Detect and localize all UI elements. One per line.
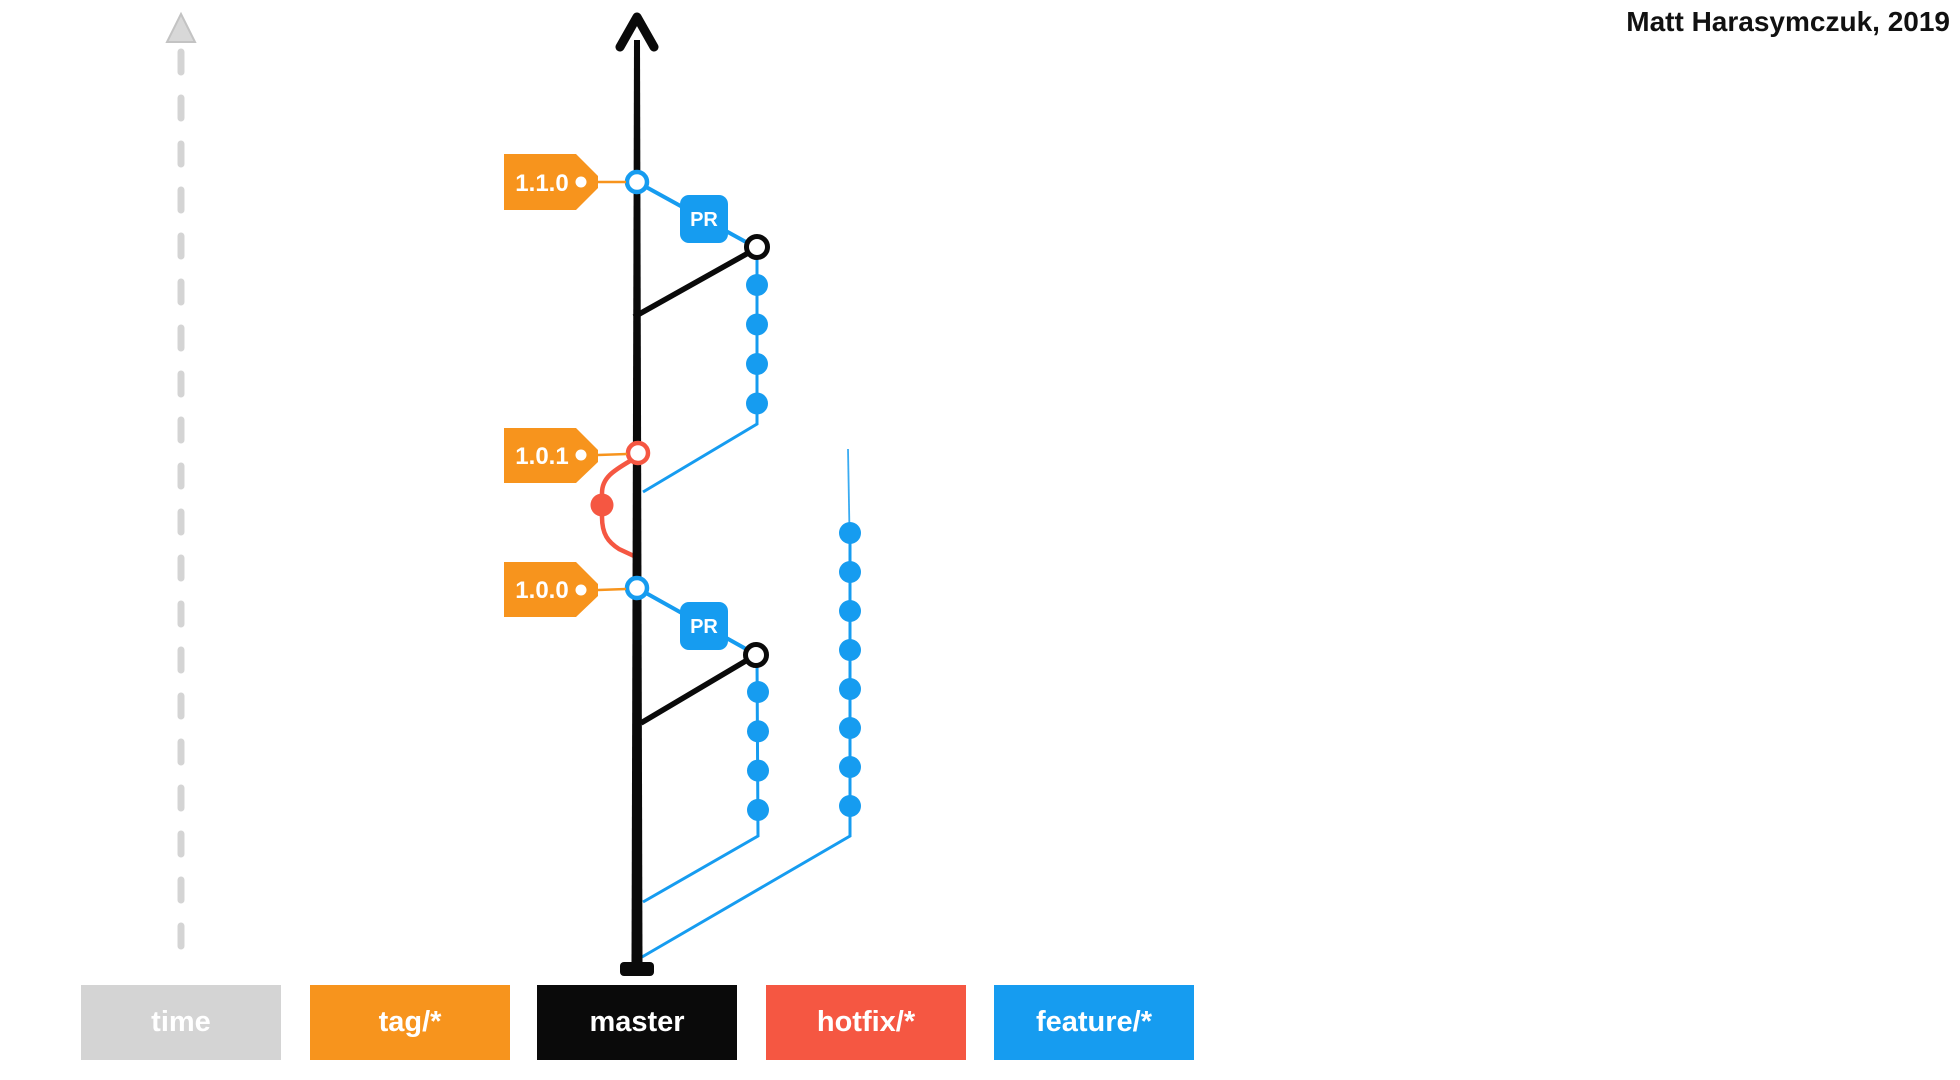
tag-1-0-0-label: 1.0.0	[515, 577, 568, 604]
master-start-terminal	[620, 962, 654, 976]
tag-1-1-0-shape	[504, 154, 598, 210]
tag-1-1-0: 1.1.0	[504, 154, 626, 210]
tag-1-1-0-hole-icon	[575, 176, 587, 188]
tag-1-0-1-label: 1.0.1	[515, 443, 568, 470]
master-branch	[615, 12, 659, 976]
commit-dot	[747, 681, 769, 703]
feature-2-master-diff-line	[639, 656, 751, 726]
feature-2-head-commit	[743, 642, 769, 668]
legend-item-hotfix: hotfix/*	[766, 985, 966, 1060]
time-axis	[165, 11, 197, 976]
pr-box-2-rect	[680, 602, 728, 650]
commit-dot	[839, 639, 861, 661]
commit-dot	[746, 392, 768, 415]
hotfix-commits	[590, 493, 614, 517]
pr-box-2: PR	[680, 602, 728, 650]
legend-item-feature: feature/*	[994, 985, 1194, 1060]
tag-1-0-0: 1.0.0	[504, 562, 627, 617]
time-axis-arrowhead-icon	[165, 11, 197, 43]
tag-1-0-0-connector	[597, 587, 627, 592]
commit-dot	[839, 600, 861, 622]
legend-item-tag: tag/*	[310, 985, 510, 1060]
master-arrowhead-icon	[615, 12, 659, 52]
legend: time tag/* master hotfix/* feature/*	[0, 985, 1960, 1060]
tag-1-0-1-shape	[504, 428, 598, 483]
tag-1-0-1-connector	[597, 452, 628, 457]
commit-dot	[746, 353, 768, 375]
feature-1-master-diff-line	[632, 249, 752, 320]
feature-1-commits	[746, 274, 768, 415]
commit-dot	[839, 756, 861, 778]
commit-dot	[839, 717, 861, 739]
commit-dot	[746, 274, 768, 296]
pr-box-1: PR	[680, 195, 728, 243]
master-commit-1-0-0	[624, 575, 650, 601]
tag-1-0-0-shape	[504, 562, 598, 617]
feature-1-branch-line	[642, 250, 759, 494]
feature-2-commits	[747, 681, 769, 821]
branch-feature-3	[641, 448, 861, 959]
commit-dot	[747, 798, 769, 821]
commit-dot	[839, 522, 861, 544]
commit-dot	[747, 759, 769, 782]
legend-item-master: master	[537, 985, 737, 1060]
master-commit-1-1-0	[624, 169, 650, 195]
commit-dot	[839, 561, 861, 583]
commit-dot	[747, 720, 769, 743]
author-credit: Matt Harasymczuk, 2019	[1626, 6, 1950, 37]
feature-2-branch-line	[642, 657, 760, 904]
feature-1-head-commit	[744, 234, 770, 260]
tag-1-0-1: 1.0.1	[504, 428, 628, 483]
commit-dot	[590, 493, 614, 517]
tag-1-0-1-hole-icon	[575, 449, 587, 461]
feature-3-branch-line	[641, 530, 852, 959]
commit-dot	[839, 795, 861, 817]
tag-1-1-0-label: 1.1.0	[515, 170, 568, 197]
feature-3-commits	[839, 522, 861, 817]
pr-box-1-rect	[680, 195, 728, 243]
commit-dot	[839, 678, 861, 700]
hotfix-branch-line	[599, 458, 637, 559]
commit-dot	[746, 313, 768, 336]
pr-box-1-label: PR	[690, 209, 718, 231]
branch-hotfix	[590, 458, 637, 559]
tag-1-0-0-hole-icon	[575, 584, 587, 596]
master-commit-1-0-1	[625, 440, 651, 466]
pr-box-2-label: PR	[690, 616, 718, 638]
master-line	[631, 40, 643, 962]
legend-item-time: time	[81, 985, 281, 1060]
